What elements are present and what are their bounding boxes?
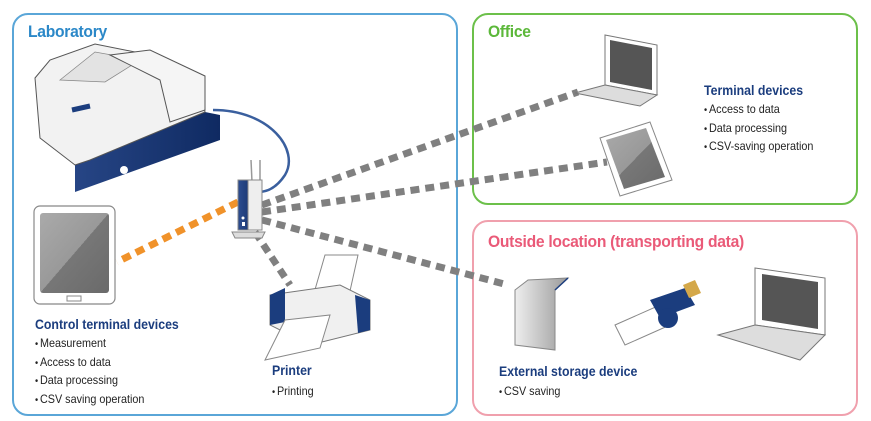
- connection-external-storage: [261, 216, 509, 289]
- external-hard-drive-icon: [514, 277, 570, 351]
- terminal-devices-title: Terminal devices: [704, 82, 804, 98]
- function-item: Access to data: [35, 354, 144, 373]
- connection-office-laptop: [260, 88, 580, 209]
- connection-office-tablet: [261, 158, 608, 216]
- office-laptop-icon: [574, 34, 659, 107]
- function-item: CSV-saving operation: [704, 138, 813, 157]
- printer-icon: [264, 254, 371, 361]
- zone-laboratory: Laboratory: [12, 13, 458, 416]
- zone-title-laboratory: Laboratory: [28, 22, 107, 41]
- function-item: Access to data: [704, 101, 813, 120]
- zone-title-outside: Outside location (transporting data): [488, 232, 744, 251]
- function-item: Data processing: [35, 372, 144, 391]
- zone-outside: Outside location (transporting data): [472, 220, 858, 416]
- control-tablet-icon: [33, 205, 116, 305]
- function-item: Printing: [272, 383, 314, 402]
- printer-title: Printer: [272, 362, 312, 378]
- function-item: Data processing: [704, 120, 813, 139]
- zone-office: Office: [472, 13, 858, 205]
- zone-title-office: Office: [488, 22, 531, 41]
- terminal-devices-functions: Access to data Data processing CSV-savin…: [704, 101, 813, 157]
- spectrometer-instrument-icon: [34, 43, 220, 192]
- connection-control-tablet: [115, 198, 240, 266]
- instrument-cable: [212, 108, 291, 194]
- function-item: CSV saving: [499, 383, 560, 402]
- external-storage-functions: CSV saving: [499, 383, 560, 402]
- function-item: CSV saving operation: [35, 391, 144, 410]
- connection-lines: [115, 88, 608, 289]
- printer-functions: Printing: [272, 383, 314, 402]
- function-item: Measurement: [35, 335, 144, 354]
- connection-printer: [252, 230, 293, 287]
- outside-laptop-icon: [716, 267, 827, 361]
- office-tablet-icon: [599, 121, 673, 197]
- control-terminal-title: Control terminal devices: [35, 316, 179, 332]
- wireless-router-icon: [231, 159, 266, 239]
- external-storage-title: External storage device: [499, 363, 638, 379]
- usb-flash-drive-icon: [614, 280, 701, 346]
- control-terminal-functions: Measurement Access to data Data processi…: [35, 335, 144, 409]
